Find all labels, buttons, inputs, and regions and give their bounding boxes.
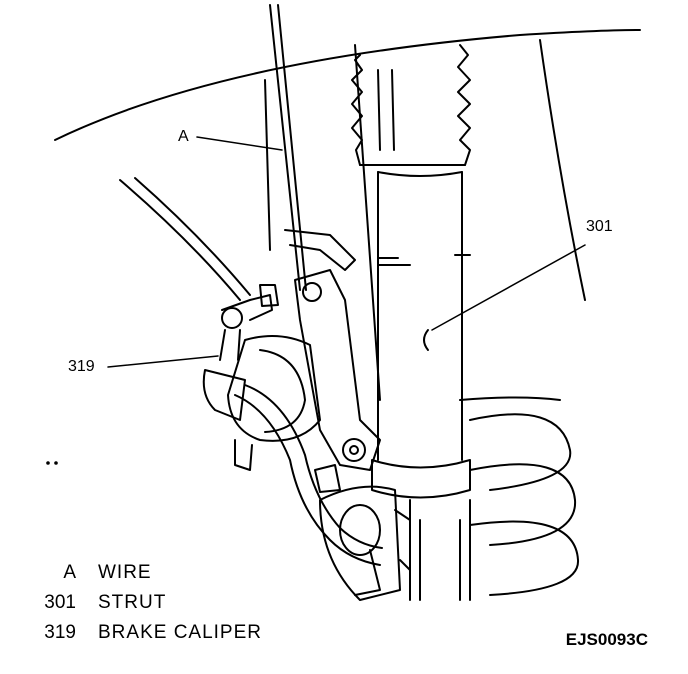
legend-key: 319 <box>44 622 76 643</box>
callout-brake-caliper: 319 <box>68 358 95 375</box>
body-curve-inner <box>134 177 251 296</box>
fender-arch-line <box>54 29 641 141</box>
leader-wire <box>196 136 283 151</box>
leader-strut <box>431 244 586 331</box>
leader-caliper <box>107 355 219 368</box>
wire <box>269 4 301 291</box>
inner-panel-line <box>264 79 271 251</box>
wheel-well-line <box>539 39 586 301</box>
knuckle-link <box>294 269 381 471</box>
strut-body <box>371 171 471 601</box>
legend-key: A <box>63 562 76 583</box>
strut-boot <box>351 44 471 166</box>
legend: A WIRE 301 STRUT 319 BRAKE CALIPER <box>18 558 262 648</box>
callout-strut: 301 <box>586 218 613 235</box>
wire-clip <box>284 229 356 271</box>
body-curve-outer <box>119 179 241 301</box>
figure-code: EJS0093C <box>565 630 648 649</box>
coil-spring <box>459 396 580 596</box>
inner-panel-edge <box>354 44 381 401</box>
callout-wire: A <box>178 128 189 145</box>
legend-text: BRAKE CALIPER <box>98 622 262 643</box>
brake-caliper <box>202 284 321 471</box>
steering-knuckle <box>314 464 411 601</box>
legend-text: WIRE <box>98 562 152 583</box>
legend-row: 301 STRUT <box>18 588 262 618</box>
legend-text: STRUT <box>98 592 167 613</box>
legend-row: 319 BRAKE CALIPER <box>18 618 262 648</box>
legend-row: A WIRE <box>18 558 262 588</box>
brake-hose <box>234 384 383 566</box>
legend-key: 301 <box>44 592 76 613</box>
wire-edge <box>277 4 307 291</box>
